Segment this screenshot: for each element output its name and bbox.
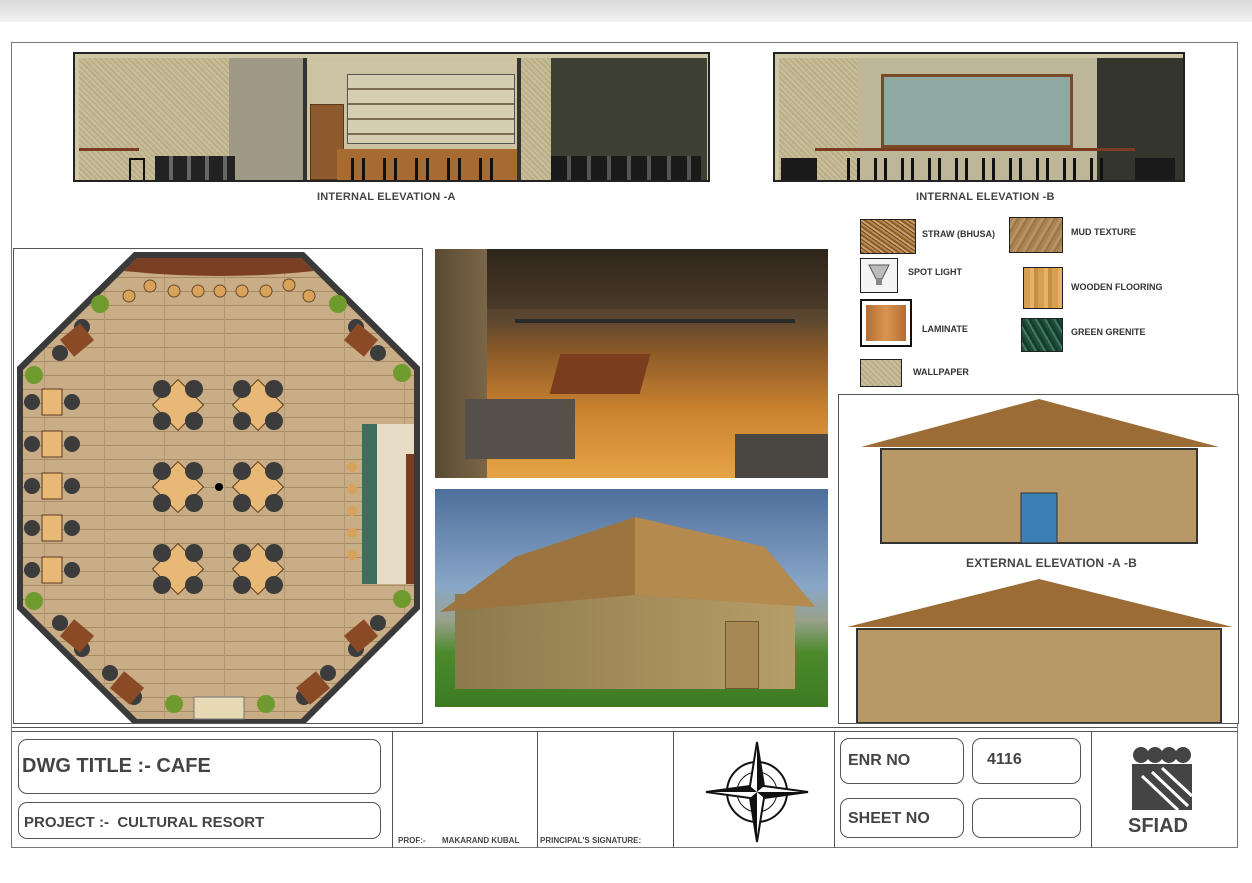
- swatch-wood: [1023, 267, 1063, 309]
- floor-plan-drawing: [17, 252, 420, 723]
- caption-internal-elevation-b: INTERNAL ELEVATION -B: [916, 191, 1055, 203]
- swatch-wallpaper: [860, 359, 902, 387]
- internal-elevation-b: [773, 52, 1185, 182]
- internal-elevation-a: [73, 52, 710, 182]
- legend-granite: GREEN GRENITE: [1071, 327, 1146, 337]
- legend-mud: MUD TEXTURE: [1071, 227, 1136, 237]
- project-box: [18, 802, 381, 839]
- sheet-label: SHEET NO: [848, 810, 930, 827]
- logo-text: SFIAD: [1128, 815, 1188, 837]
- legend-straw: STRAW (BHUSA): [922, 229, 995, 239]
- title-block: DWG TITLE :- CAFE PROJECT :- CULTURAL RE…: [12, 727, 1237, 848]
- legend-wallpaper: WALLPAPER: [913, 367, 969, 377]
- caption-external-elevation: EXTERNAL ELEVATION -A -B: [966, 556, 1138, 570]
- enr-label-box: [840, 738, 964, 784]
- swatch-straw: [860, 219, 916, 254]
- external-elevation-panel: [838, 394, 1239, 724]
- exterior-render: [435, 489, 828, 707]
- top-bar: [0, 0, 1252, 22]
- legend-wood: WOODEN FLOORING: [1071, 282, 1163, 292]
- dwg-title: DWG TITLE :- CAFE: [22, 755, 211, 777]
- caption-internal-elevation-a: INTERNAL ELEVATION -A: [317, 191, 456, 203]
- drawing-sheet: INTERNAL ELEVATION -A INTERNAL ELEVATION…: [11, 42, 1239, 848]
- principal-signature-label: PRINCIPAL'S SIGNATURE:: [540, 836, 642, 845]
- legend-spot: SPOT LIGHT: [908, 267, 962, 277]
- swatch-laminate: [860, 299, 912, 347]
- legend-laminate: LAMINATE: [922, 324, 968, 334]
- dwg-title-box: [18, 739, 381, 794]
- spot-light-icon: [860, 258, 898, 293]
- north-arrow-icon: [702, 738, 812, 851]
- swatch-mud: [1009, 217, 1063, 253]
- swatch-granite: [1021, 318, 1063, 352]
- prof-label: PROF:-: [398, 836, 426, 845]
- sheet-value-box: [972, 798, 1081, 838]
- floor-plan-panel: [13, 248, 423, 724]
- sfiad-logo-icon: [1132, 746, 1196, 817]
- enr-value: 4116: [987, 751, 1022, 768]
- enr-label: ENR NO: [848, 752, 911, 769]
- project-name: PROJECT :- CULTURAL RESORT: [24, 814, 265, 831]
- enr-value-box: [972, 738, 1081, 784]
- interior-render: [435, 249, 828, 478]
- prof-name: MAKARAND KUBAL: [442, 836, 520, 845]
- sheet-label-box: [840, 798, 964, 838]
